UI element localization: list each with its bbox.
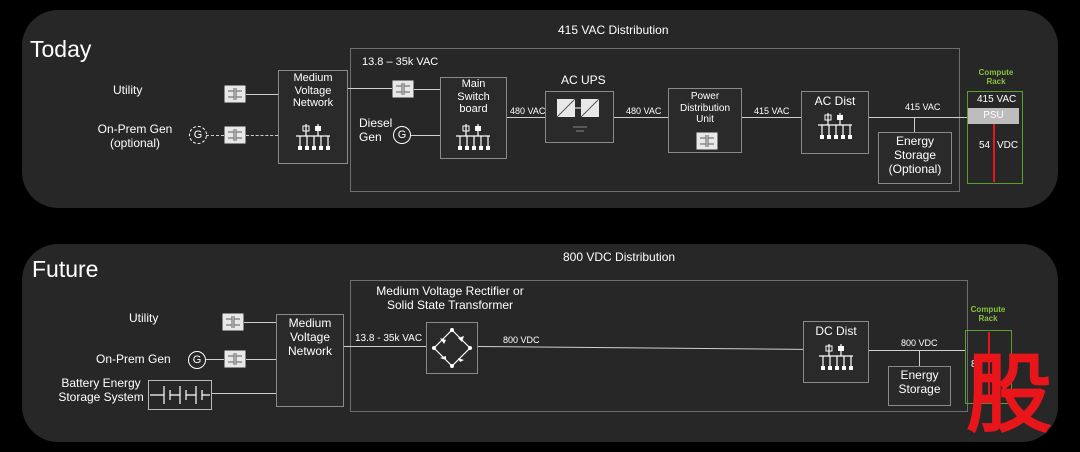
future-mv-network-box <box>276 314 344 407</box>
today-generator-icon: G <box>189 126 207 144</box>
today-415vac-label-b: 415 VAC <box>905 102 941 112</box>
transformer-icon <box>696 132 718 150</box>
today-rack-415vac: 415 VAC <box>977 94 1017 105</box>
transformer-icon <box>224 126 246 144</box>
future-mv-range-label: 13.8 - 35k VAC <box>355 333 423 344</box>
rectifier-bridge-icon <box>432 328 472 368</box>
today-title: Today <box>30 36 92 62</box>
watermark-logo: 股 <box>966 347 1052 443</box>
future-dc-dist-label: DC Dist <box>815 324 857 338</box>
transformer-icon <box>392 80 414 98</box>
future-800vdc-label-a: 800 VDC <box>503 335 540 345</box>
rack-red-bus <box>988 332 990 400</box>
today-mv-range-label: 13.8 – 35k VAC <box>362 56 439 68</box>
future-rack-80: 80 <box>971 359 983 370</box>
future-energy-storage-box <box>888 366 951 406</box>
psu-label: PSU <box>983 110 1004 121</box>
future-compute-rack-box <box>965 330 1012 404</box>
switchgear-icon <box>296 124 330 150</box>
transformer-icon <box>224 85 246 103</box>
today-480vac-label-b: 480 VAC <box>626 106 662 116</box>
future-utility-label: Utility <box>129 311 159 325</box>
diesel-generator-icon: G <box>393 126 411 144</box>
future-title: Future <box>32 256 99 282</box>
switchgear-icon <box>818 113 852 139</box>
battery-icon <box>148 380 212 410</box>
future-generator-icon: G <box>188 351 206 369</box>
today-ac-dist-label: AC Dist <box>814 94 856 108</box>
future-800vdc-label-b: 800 VDC <box>901 338 938 348</box>
transformer-icon <box>224 350 246 368</box>
today-ac-ups-box <box>545 91 614 143</box>
transformer-icon <box>222 313 244 331</box>
today-energy-storage-box <box>878 132 952 184</box>
today-onprem-gen-label: On-Prem Gen(optional) <box>97 122 173 150</box>
today-480vac-label-a: 480 VAC <box>510 106 546 116</box>
rack-red-bus <box>993 124 995 182</box>
future-dc-dist-box <box>803 321 869 383</box>
future-section-label: 800 VDC Distribution <box>563 250 676 264</box>
today-compute-rack-box <box>967 91 1023 184</box>
today-ac-ups-label: AC UPS <box>561 73 606 87</box>
switchgear-icon <box>819 344 853 370</box>
today-415vac-label-a: 415 VAC <box>754 106 790 116</box>
psu-box <box>968 108 1019 124</box>
today-rack-vdc: VDC <box>997 140 1019 151</box>
today-utility-label: Utility <box>113 83 143 97</box>
today-ac-dist-box <box>801 91 869 154</box>
today-rack-54: 54 <box>979 140 991 151</box>
future-onprem-gen-label: On-Prem Gen <box>96 352 171 366</box>
ups-converter-icon <box>556 98 600 132</box>
today-section-label: 415 VAC Distribution <box>558 23 669 37</box>
switchgear-icon <box>456 124 490 150</box>
today-distribution-area <box>350 48 960 192</box>
